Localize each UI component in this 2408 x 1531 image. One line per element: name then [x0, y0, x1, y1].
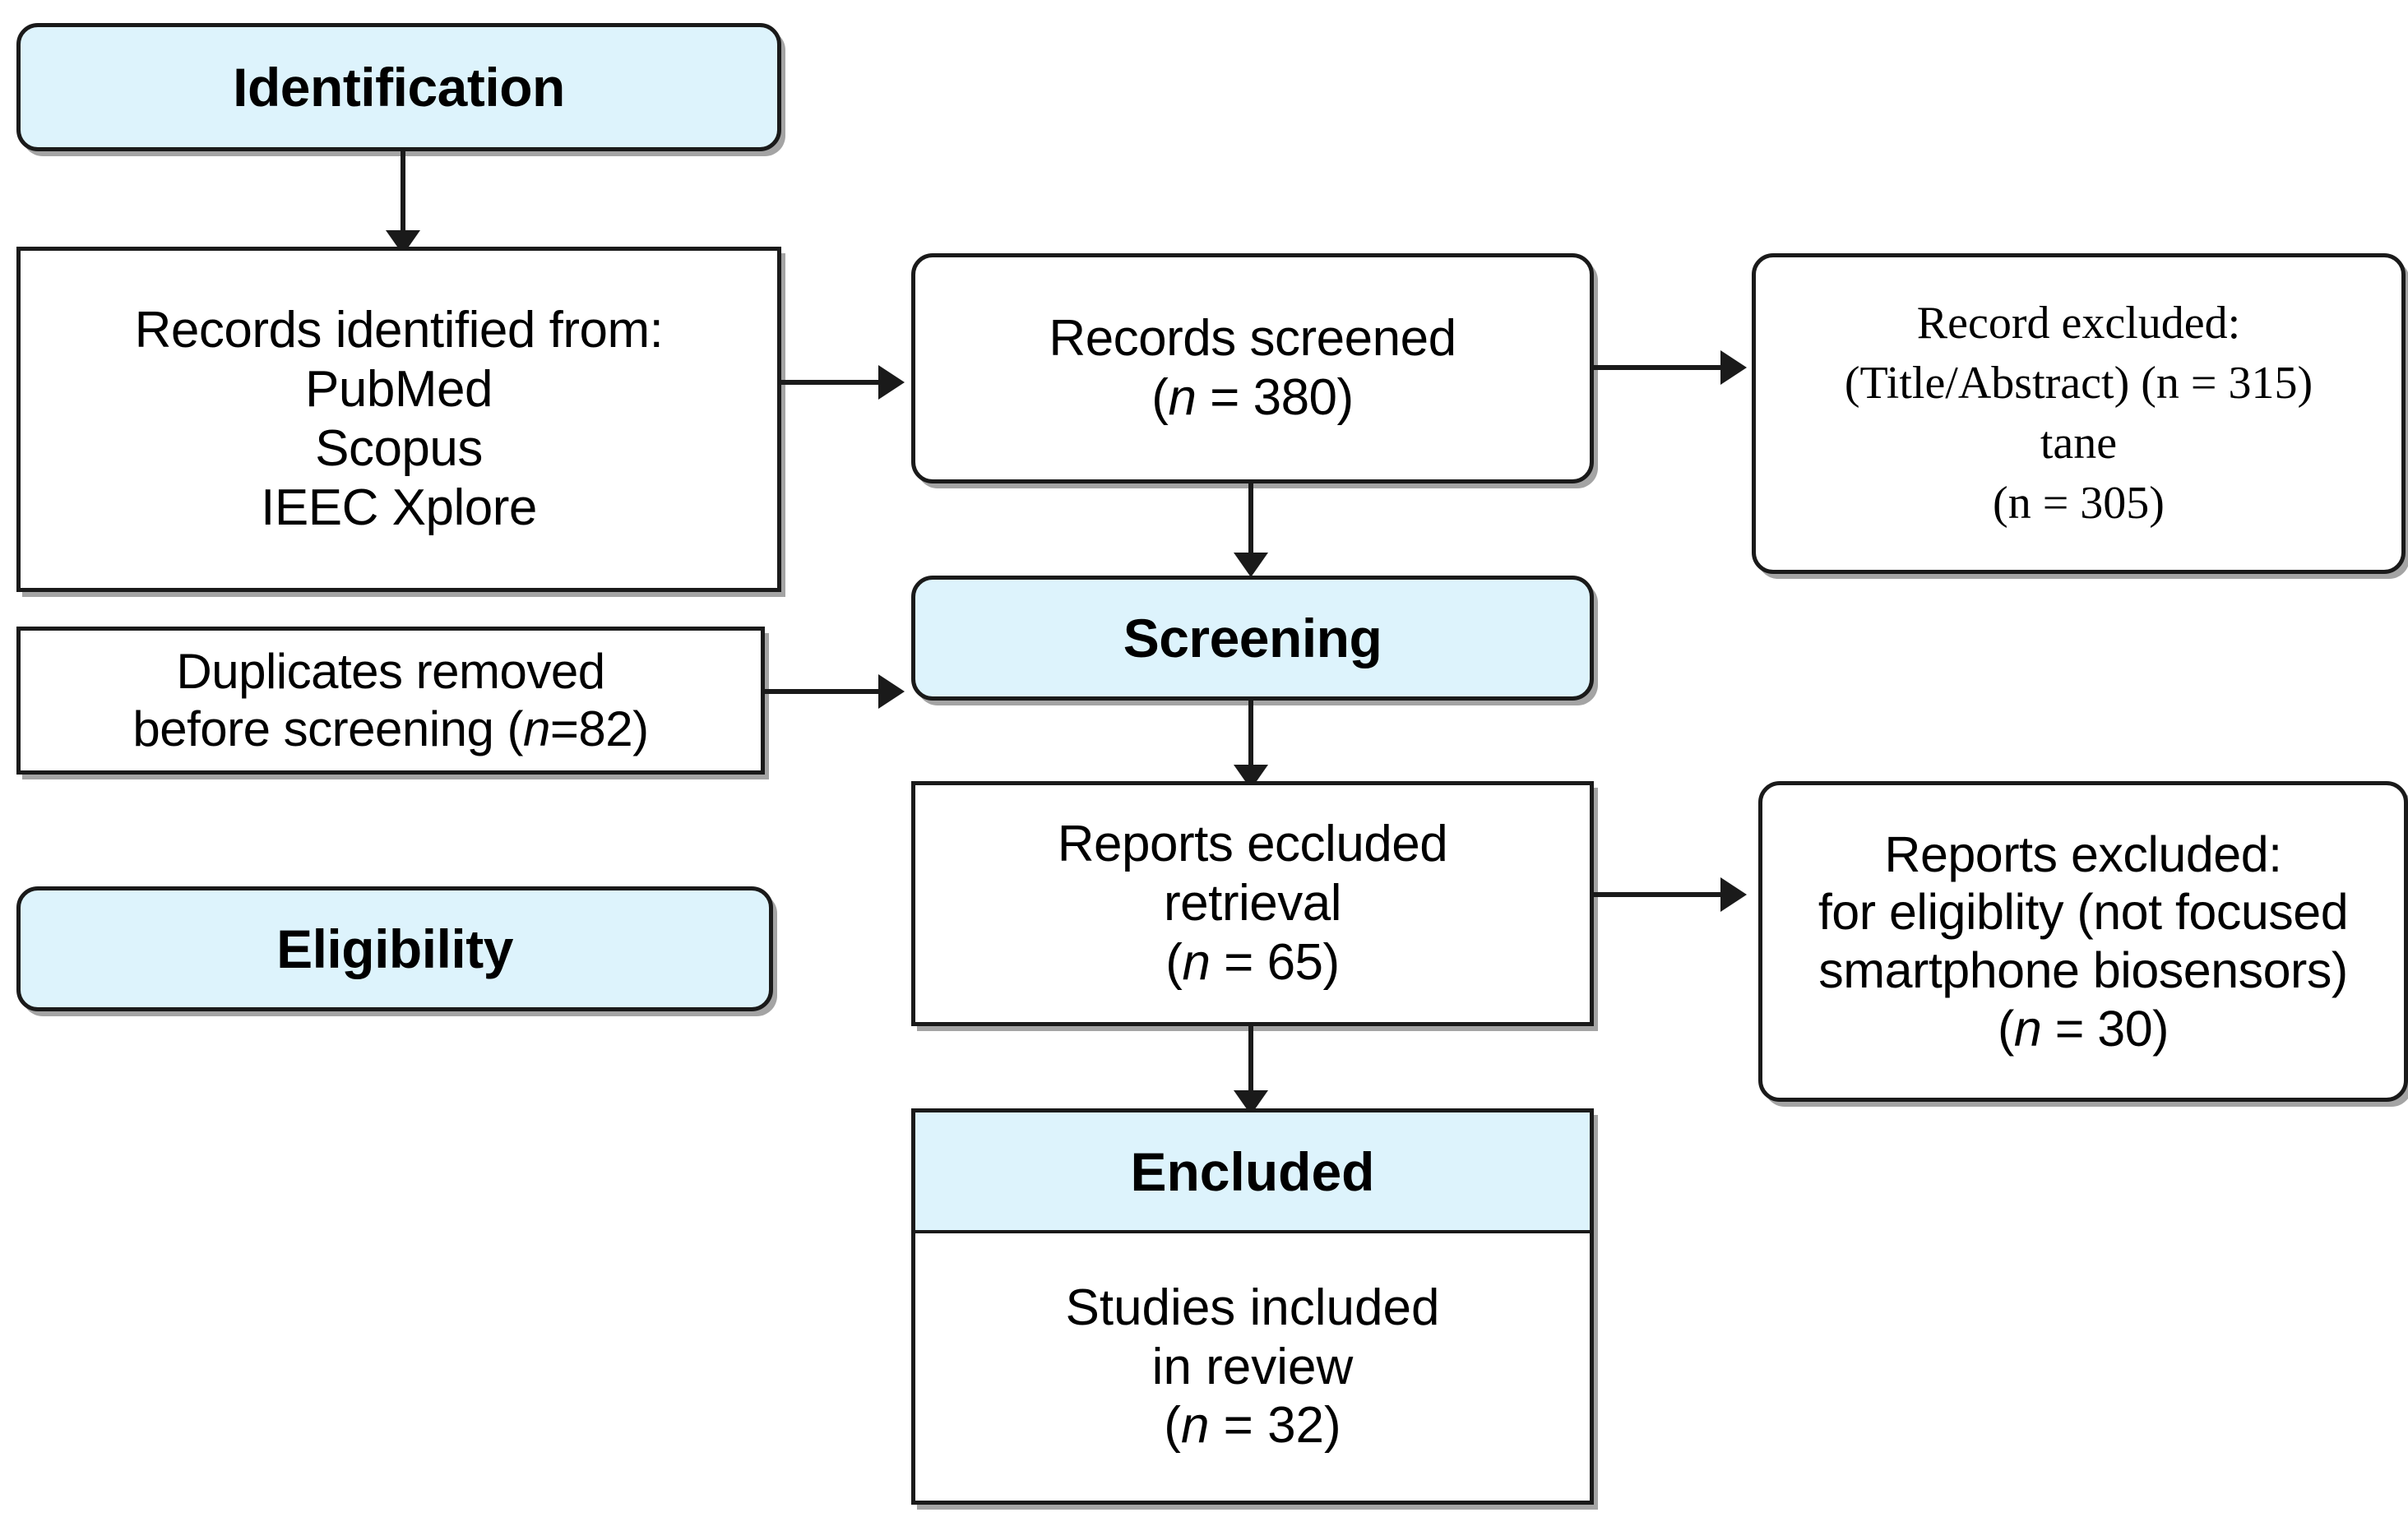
connector-records-identified-to-records-screened [781, 380, 882, 385]
duplicates-removed-n-symbol: n [522, 701, 550, 756]
reports-excluded-line-4: (n = 30) [1998, 1000, 2169, 1057]
reports-eccluded-line-2: retrieval [1163, 875, 1342, 932]
connector-records-screened-to-screening [1248, 483, 1253, 566]
duplicates-removed-line-2: before screening (n=82) [132, 701, 649, 756]
reports-excluded-line-3: smartphone biosensors) [1818, 942, 2348, 998]
arrow-records-identified-to-records-screened [878, 365, 905, 400]
records-screened-line-2: (n = 380) [1151, 369, 1354, 426]
arrow-records-screened-to-screening [1234, 553, 1268, 577]
arrow-records-screened-to-record-excluded [1720, 350, 1747, 385]
connector-identification-to-records-identified [401, 151, 405, 242]
reports-excluded-line-2: for eligiblity (not focused [1818, 884, 2349, 941]
reports-excluded-n-symbol: n [2013, 1000, 2042, 1057]
records-screened-n-symbol: n [1168, 369, 1197, 426]
record-excluded-line-1: Record excluded: [1916, 298, 2241, 349]
box-duplicates-removed: Duplicates removed before screening (n=8… [16, 627, 765, 775]
records-identified-line-1: Records identified from: [134, 302, 664, 359]
stage-header-included-label: Encluded [1130, 1140, 1375, 1202]
records-identified-line-4: IEEC Xplore [261, 479, 537, 536]
stage-header-identification-label: Identification [233, 56, 565, 118]
records-identified-line-2: PubMed [305, 361, 493, 419]
reports-eccluded-line-1: Reports eccluded [1057, 816, 1448, 873]
arrow-duplicates-removed-to-screening [878, 674, 905, 709]
records-identified-line-3: Scopus [315, 420, 483, 477]
stage-header-eligibility-label: Eligibility [276, 918, 513, 979]
studies-included-line-3: (n = 32) [1164, 1397, 1341, 1455]
box-reports-excluded: Reports excluded: for eligiblity (not fo… [1758, 781, 2408, 1102]
record-excluded-line-2: (Title/Abstract) (n = 315) [1844, 358, 2313, 409]
box-studies-included: Studies included in review (n = 32) [911, 1233, 1594, 1505]
reports-eccluded-n-symbol: n [1182, 933, 1211, 991]
stage-header-identification: Identification [16, 23, 781, 151]
stage-header-screening: Screening [911, 576, 1594, 701]
records-screened-line-1: Records screened [1049, 310, 1456, 368]
connector-screening-to-reports-eccluded [1248, 701, 1253, 779]
connector-reports-eccluded-to-reports-excluded [1594, 892, 1724, 897]
stage-header-eligibility: Eligibility [16, 886, 773, 1011]
reports-excluded-line-1: Reports excluded: [1884, 826, 2282, 882]
included-group: Encluded Studies included in review (n =… [911, 1108, 1594, 1505]
record-excluded-line-4: (n = 305) [1993, 477, 2165, 529]
studies-included-line-1: Studies included [1065, 1279, 1440, 1336]
studies-included-n-symbol: n [1180, 1397, 1210, 1455]
box-records-screened: Records screened (n = 380) [911, 253, 1594, 483]
duplicates-removed-line-1: Duplicates removed [176, 644, 605, 700]
box-records-identified: Records identified from: PubMed Scopus I… [16, 247, 781, 592]
connector-reports-eccluded-to-encluded [1248, 1026, 1253, 1105]
studies-included-line-2: in review [1151, 1338, 1354, 1395]
connector-records-screened-to-record-excluded [1594, 365, 1724, 370]
record-excluded-line-3: tane [2040, 418, 2118, 469]
box-record-excluded: Record excluded: (Title/Abstract) (n = 3… [1752, 253, 2406, 574]
stage-header-screening-label: Screening [1123, 607, 1382, 668]
connector-duplicates-removed-to-screening [765, 689, 882, 694]
arrow-reports-eccluded-to-reports-excluded [1720, 877, 1747, 912]
reports-eccluded-line-3: (n = 65) [1165, 933, 1340, 991]
box-reports-eccluded: Reports eccluded retrieval (n = 65) [911, 781, 1594, 1026]
stage-header-included: Encluded [911, 1108, 1594, 1233]
